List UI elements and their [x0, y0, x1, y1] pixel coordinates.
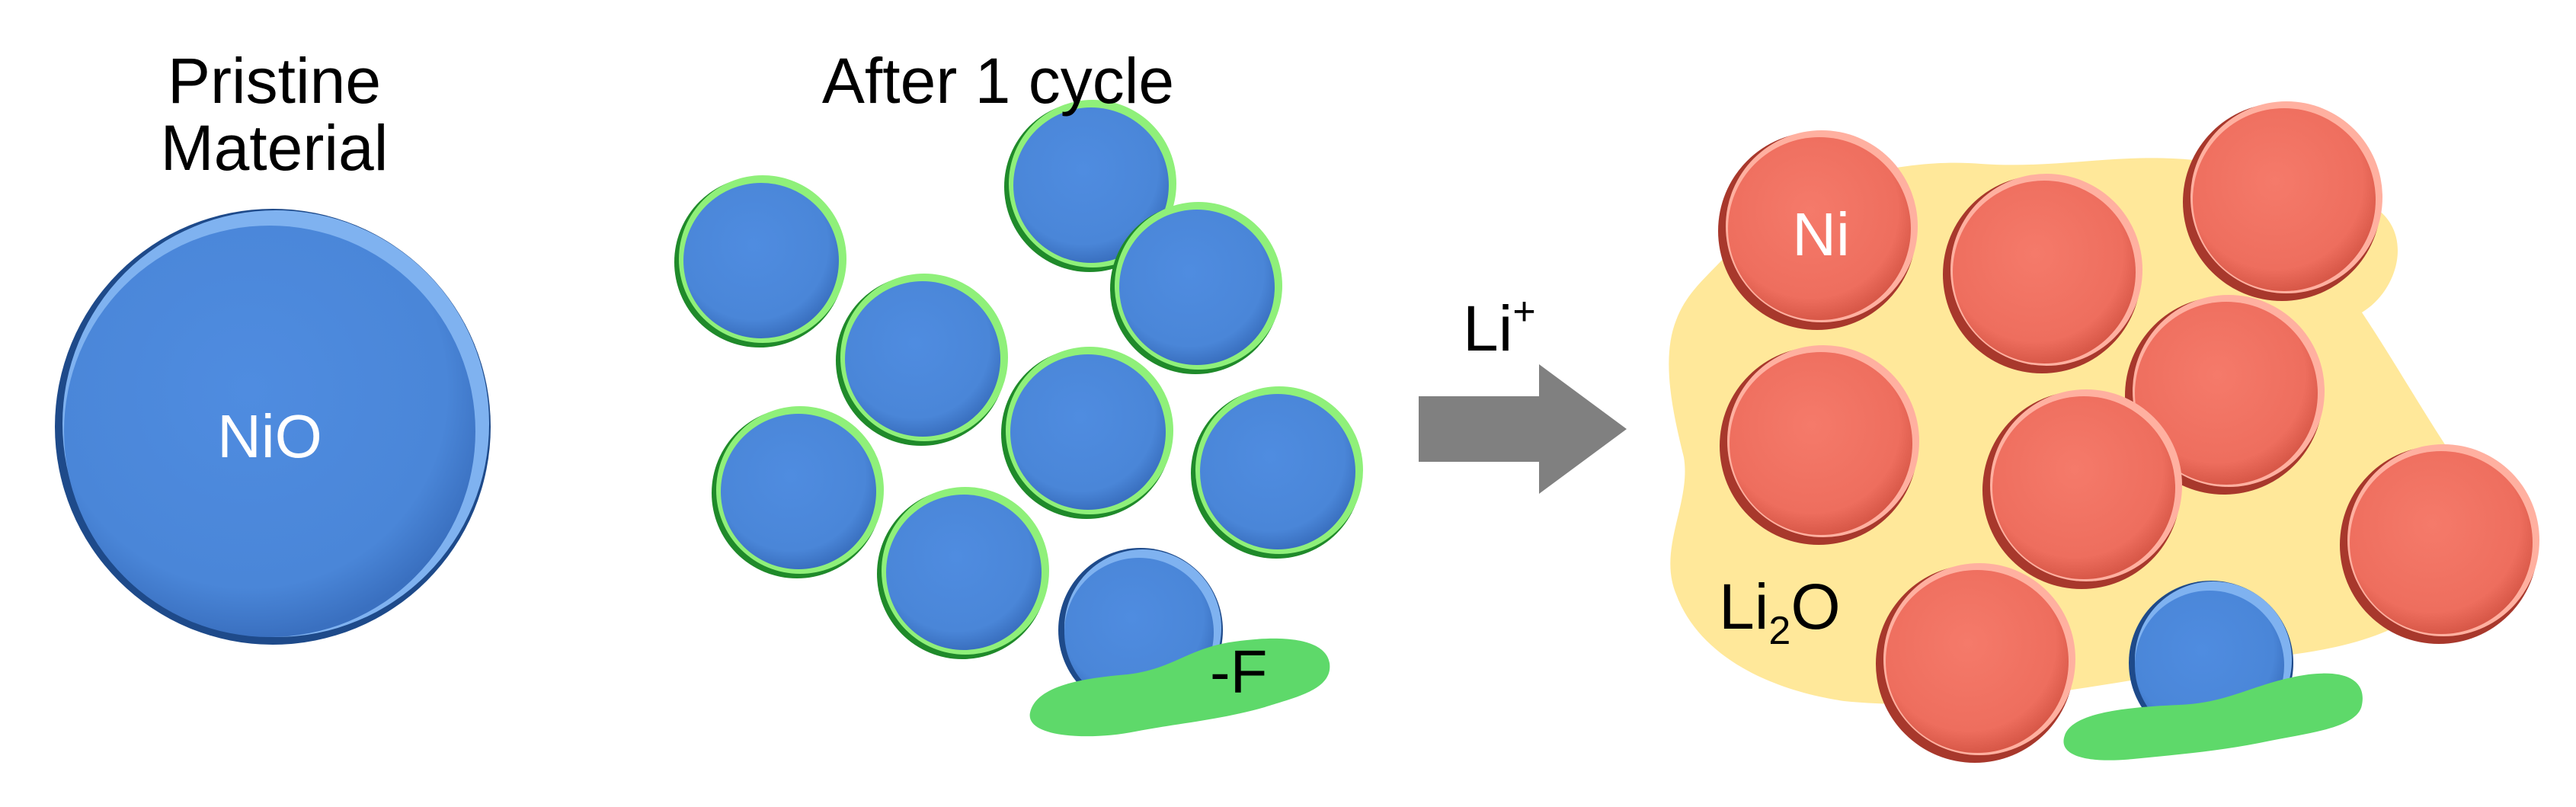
ni-particle-body [1728, 137, 1911, 320]
coated-particle [1001, 347, 1173, 519]
coated-particle-core [1010, 354, 1166, 510]
ni-particle-body [1953, 181, 2136, 363]
ni-particle-body [1992, 396, 2175, 579]
coated-particle-core [845, 281, 1000, 437]
pristine-title-line2: Material [160, 112, 389, 184]
lithium-ion-label: Li+ [1463, 291, 1615, 362]
ni-particle [2340, 444, 2539, 644]
coated-particle-core [1200, 394, 1355, 549]
after-cycle-title: After 1 cycle [821, 45, 1175, 117]
ni-particle [1876, 563, 2075, 763]
ni-particle-body [2193, 108, 2376, 291]
pristine-title: Pristine Material [107, 45, 442, 184]
ni-particle [1943, 174, 2142, 373]
ni-particle-body [1886, 570, 2069, 753]
residual-fluoride-layer [2063, 673, 2363, 761]
coated-particle [712, 406, 884, 578]
pristine-particle [55, 209, 491, 645]
li2o-base: Li [1719, 571, 1769, 642]
coated-particle-core [1119, 210, 1275, 365]
li2o-label: Li2O [1719, 573, 1917, 652]
ni-particle-body [1730, 352, 1912, 535]
ni-particle [1982, 389, 2182, 589]
pristine-particle-label: NiO [217, 402, 322, 470]
coated-particle-core [683, 183, 839, 338]
ni-particle [1720, 345, 1919, 545]
coated-particle-core [1013, 107, 1169, 263]
cycled-particles [674, 100, 1363, 659]
fluoride-label: -F [1210, 638, 1268, 706]
ni-particle-body [2135, 302, 2318, 485]
fluoride-layer [1029, 638, 1330, 737]
ni-particle-body [2350, 451, 2533, 634]
lithium-ion-charge: + [1512, 290, 1536, 334]
coated-particle [1191, 386, 1363, 559]
coated-particle-core [721, 414, 876, 569]
coated-particle [836, 274, 1008, 446]
coated-particle [674, 175, 846, 347]
ni-label: Ni [1792, 200, 1850, 268]
ni-particle [2125, 295, 2325, 495]
pristine-title-line1: Pristine [167, 45, 382, 117]
ni-particle [1718, 130, 1918, 330]
ni-particle [2183, 101, 2382, 301]
li2o-subscript: 2 [1768, 609, 1791, 653]
li2o-tail: O [1790, 571, 1841, 642]
coated-particle-core [886, 495, 1042, 650]
coated-particle [1004, 100, 1176, 272]
lithium-ion-base: Li [1463, 293, 1513, 364]
coated-particle [877, 487, 1049, 659]
reaction-arrow [1419, 364, 1627, 494]
pristine-particle-body [64, 226, 475, 637]
ni-particles [1718, 101, 2539, 763]
coated-particle [1110, 202, 1282, 374]
